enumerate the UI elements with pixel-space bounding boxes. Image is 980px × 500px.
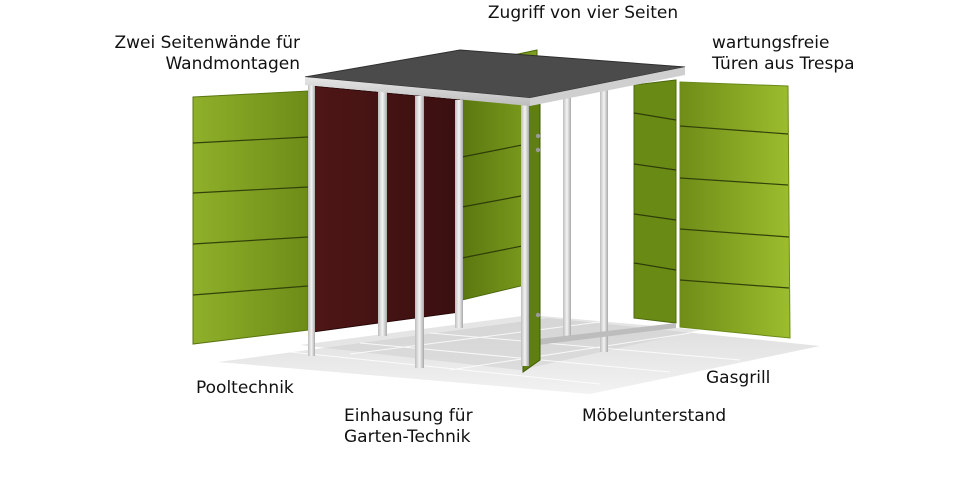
front-post-c [455,100,463,328]
right-door-grooves [679,125,790,289]
label-grill: Gasgrill [706,368,806,389]
label-furniture-text: Möbelunterstand [582,406,727,426]
bottom-rail [530,323,676,346]
label-pool-text: Pooltechnik [196,378,294,398]
roof-edge-right [530,67,685,106]
label-side-walls-line1: Zwei Seitenwände für [114,33,300,53]
label-grill-text: Gasgrill [706,368,771,388]
door-hinges [535,133,541,318]
front-post-d [521,104,529,366]
label-furniture: Möbelunterstand [582,406,752,427]
label-doors-line1: wartungsfreie [712,33,830,53]
front-post-corner [308,84,315,356]
front-post-b [415,96,424,368]
right-inner-grooves [633,112,677,271]
back-post-right [600,90,608,352]
roof-edge-front [305,77,530,106]
label-side-walls-line2: Wandmontagen [165,54,300,74]
label-access-four-sides-text: Zugriff von vier Seiten [487,3,679,23]
right-door-panel [679,81,791,339]
label-housing-line2: Garten-Technik [344,427,471,447]
label-access-four-sides: Zugriff von vier Seiten [468,3,698,24]
back-post-left [563,96,571,341]
label-doors: wartungsfreie Türen aus Trespa [712,33,892,75]
floor-grid [289,321,741,385]
label-side-walls: Zwei Seitenwände für Wandmontagen [90,33,300,75]
front-post-a [378,92,387,336]
label-housing-line1: Einhausung für [344,406,473,426]
label-housing: Einhausung für Garten-Technik [344,406,514,448]
left-door-grooves [192,136,309,296]
label-pool: Pooltechnik [196,378,336,399]
label-doors-line2: Türen aus Trespa [712,54,855,74]
